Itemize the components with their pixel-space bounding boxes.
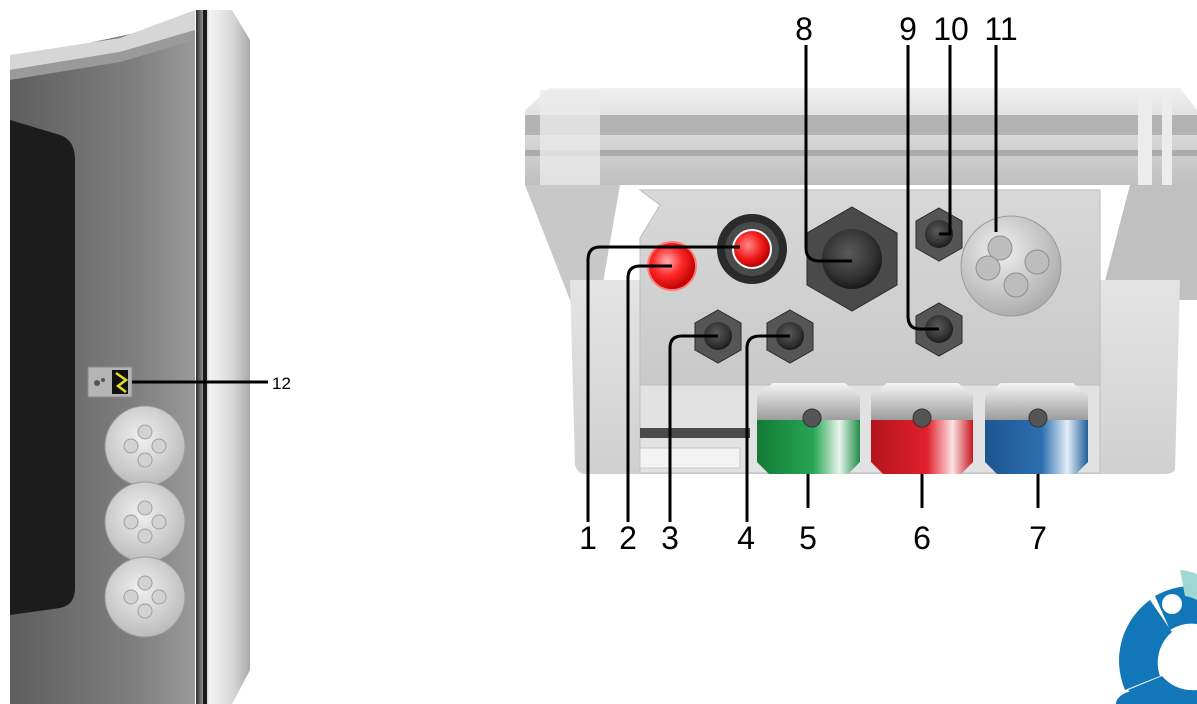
leader-2: [626, 264, 672, 522]
side-front-rim: [196, 10, 250, 704]
top-cap: [525, 88, 1197, 185]
side-connector-2: [104, 481, 186, 563]
callout-9: 9: [899, 11, 917, 47]
bottom-view: 8 9 10 11 1 2 3 4 5 6 7: [525, 11, 1197, 556]
leader-4: [745, 334, 790, 522]
connector-blue: [985, 383, 1088, 474]
callout-4: 4: [737, 520, 755, 556]
leader-10: [939, 45, 952, 236]
brand-logo-partial: [1116, 570, 1197, 704]
callout-8: 8: [795, 11, 813, 47]
leader-1: [586, 245, 740, 522]
side-connector-3: [104, 556, 186, 638]
connector-red: [871, 383, 973, 474]
right-wing: [1100, 185, 1197, 300]
leader-8: [804, 45, 852, 263]
side-display-window: [10, 120, 75, 615]
callout-11: 11: [984, 11, 1017, 47]
card-slot: [87, 366, 133, 398]
indicator-lamp: [717, 214, 787, 284]
callout-10: 10: [933, 11, 969, 47]
callout-1: 1: [579, 520, 597, 556]
callout-7: 7: [1029, 520, 1047, 556]
callout-5: 5: [799, 520, 817, 556]
side-connector-1: [104, 405, 186, 487]
leader-3: [668, 334, 718, 522]
leader-9: [906, 45, 939, 331]
round-connector-11: [960, 215, 1062, 317]
callout-12: 12: [272, 374, 291, 393]
callout-3: 3: [661, 520, 679, 556]
side-top-lip: [10, 10, 195, 70]
left-wing: [525, 185, 620, 300]
callout-6: 6: [913, 520, 931, 556]
connector-green: [757, 383, 860, 474]
side-view: 12: [10, 10, 291, 704]
callout-2: 2: [619, 520, 637, 556]
cable-gland-large: [806, 206, 898, 312]
